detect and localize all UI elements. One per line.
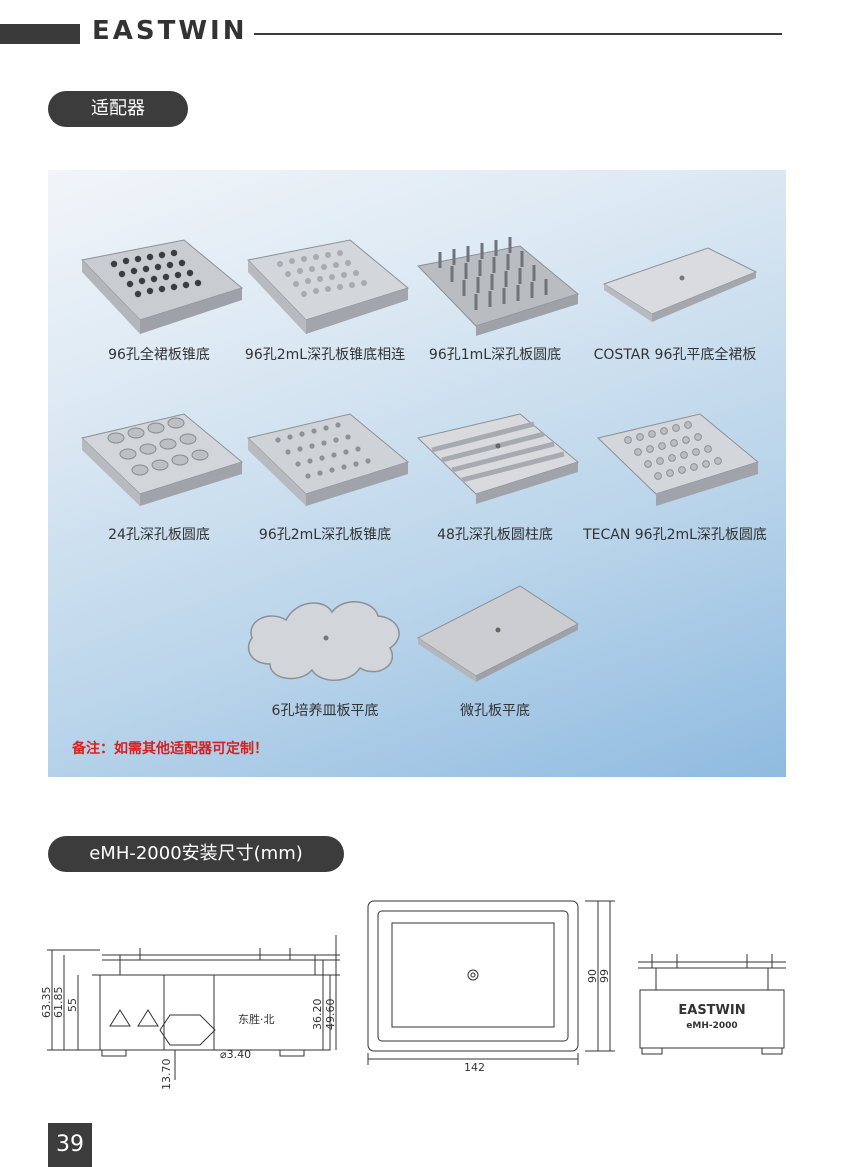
adapter-item: COSTAR 96孔平底全裙板 <box>580 230 770 363</box>
side-view-drawing: 东胜·北 63.35 61.85 55 36.20 49.60 13.70 ⌀3… <box>40 935 340 1091</box>
plate-tecan-96-round-image <box>596 413 760 506</box>
adapter-item: 48孔深孔板圆柱底 <box>410 402 580 543</box>
adapter-label: 6孔培养皿板平底 <box>271 703 379 719</box>
adapter-label: TECAN 96孔2mL深孔板圆底 <box>583 527 767 543</box>
header-bar <box>0 24 80 44</box>
adapter-item: 96孔2mL深孔板锥底 <box>240 402 410 543</box>
top-view-drawing: 90 99 142 <box>367 900 615 1073</box>
adapter-label: 96孔1mL深孔板圆底 <box>428 347 562 363</box>
dim-55: 55 <box>66 998 79 1012</box>
adapter-item: 6孔培养皿板平底 <box>240 580 410 719</box>
device-logo-text: 东胜·北 <box>238 1012 275 1026</box>
adapter-label: 48孔深孔板圆柱底 <box>437 527 553 543</box>
section-title-adapters: 适配器 <box>48 91 188 127</box>
dim-61-85: 61.85 <box>52 987 65 1019</box>
adapter-item: 96孔全裙板锥底 <box>74 230 244 363</box>
dim-49-60: 49.60 <box>324 999 337 1031</box>
adapter-label: 96孔全裙板锥底 <box>108 347 210 363</box>
adapter-item: 微孔板平底 <box>410 580 580 719</box>
adapter-label: 96孔2mL深孔板锥底相连 <box>244 347 406 363</box>
adapter-panel: 96孔全裙板锥底 96孔2mL深孔板锥底相连 <box>48 170 786 777</box>
front-model: eMH-2000 <box>686 1021 737 1031</box>
plate-96-2ml-cone-image <box>246 413 410 506</box>
front-view-drawing: EASTWIN eMH-2000 <box>638 954 786 1055</box>
adapter-label: 24孔深孔板圆底 <box>108 527 210 543</box>
plate-24-deep-round-image <box>80 413 244 506</box>
plate-6-dish-flat-image <box>247 601 400 681</box>
adapter-item: 96孔2mL深孔板锥底相连 <box>240 230 410 363</box>
plate-96-1ml-round-image <box>417 237 580 336</box>
custom-note: 备注：如需其他适配器可定制！ <box>72 741 268 757</box>
adapter-label: 微孔板平底 <box>460 703 530 719</box>
adapter-label: 96孔2mL深孔板锥底 <box>258 527 392 543</box>
dim-13-70: 13.70 <box>160 1059 173 1091</box>
plate-96-skirted-cone-image <box>81 239 244 334</box>
front-brand: EASTWIN <box>678 1003 745 1018</box>
dim-90: 90 <box>586 969 599 983</box>
section-title-dimensions: eMH-2000安装尺寸(mm) <box>48 836 344 872</box>
plate-costar-flat-image <box>602 247 758 322</box>
dim-99: 99 <box>598 969 611 983</box>
plate-48-deep-cylinder-image <box>416 413 580 504</box>
page-number: 39 <box>48 1123 92 1167</box>
dim-142: 142 <box>464 1061 485 1073</box>
brand-logo: EASTWIN <box>92 16 248 46</box>
dim-63-35: 63.35 <box>40 987 53 1019</box>
adapter-item: 24孔深孔板圆底 <box>74 402 244 543</box>
adapter-label: COSTAR 96孔平底全裙板 <box>593 347 757 363</box>
dim-36-20: 36.20 <box>311 999 324 1031</box>
plate-96-2ml-cone-connected-image <box>247 239 410 334</box>
header-rule <box>254 33 782 35</box>
adapter-item: 96孔1mL深孔板圆底 <box>410 230 580 363</box>
adapter-item: TECAN 96孔2mL深孔板圆底 <box>580 402 770 543</box>
dim-diameter-3-40: ⌀3.40 <box>220 1048 251 1061</box>
plate-microplate-flat-image <box>417 585 579 682</box>
